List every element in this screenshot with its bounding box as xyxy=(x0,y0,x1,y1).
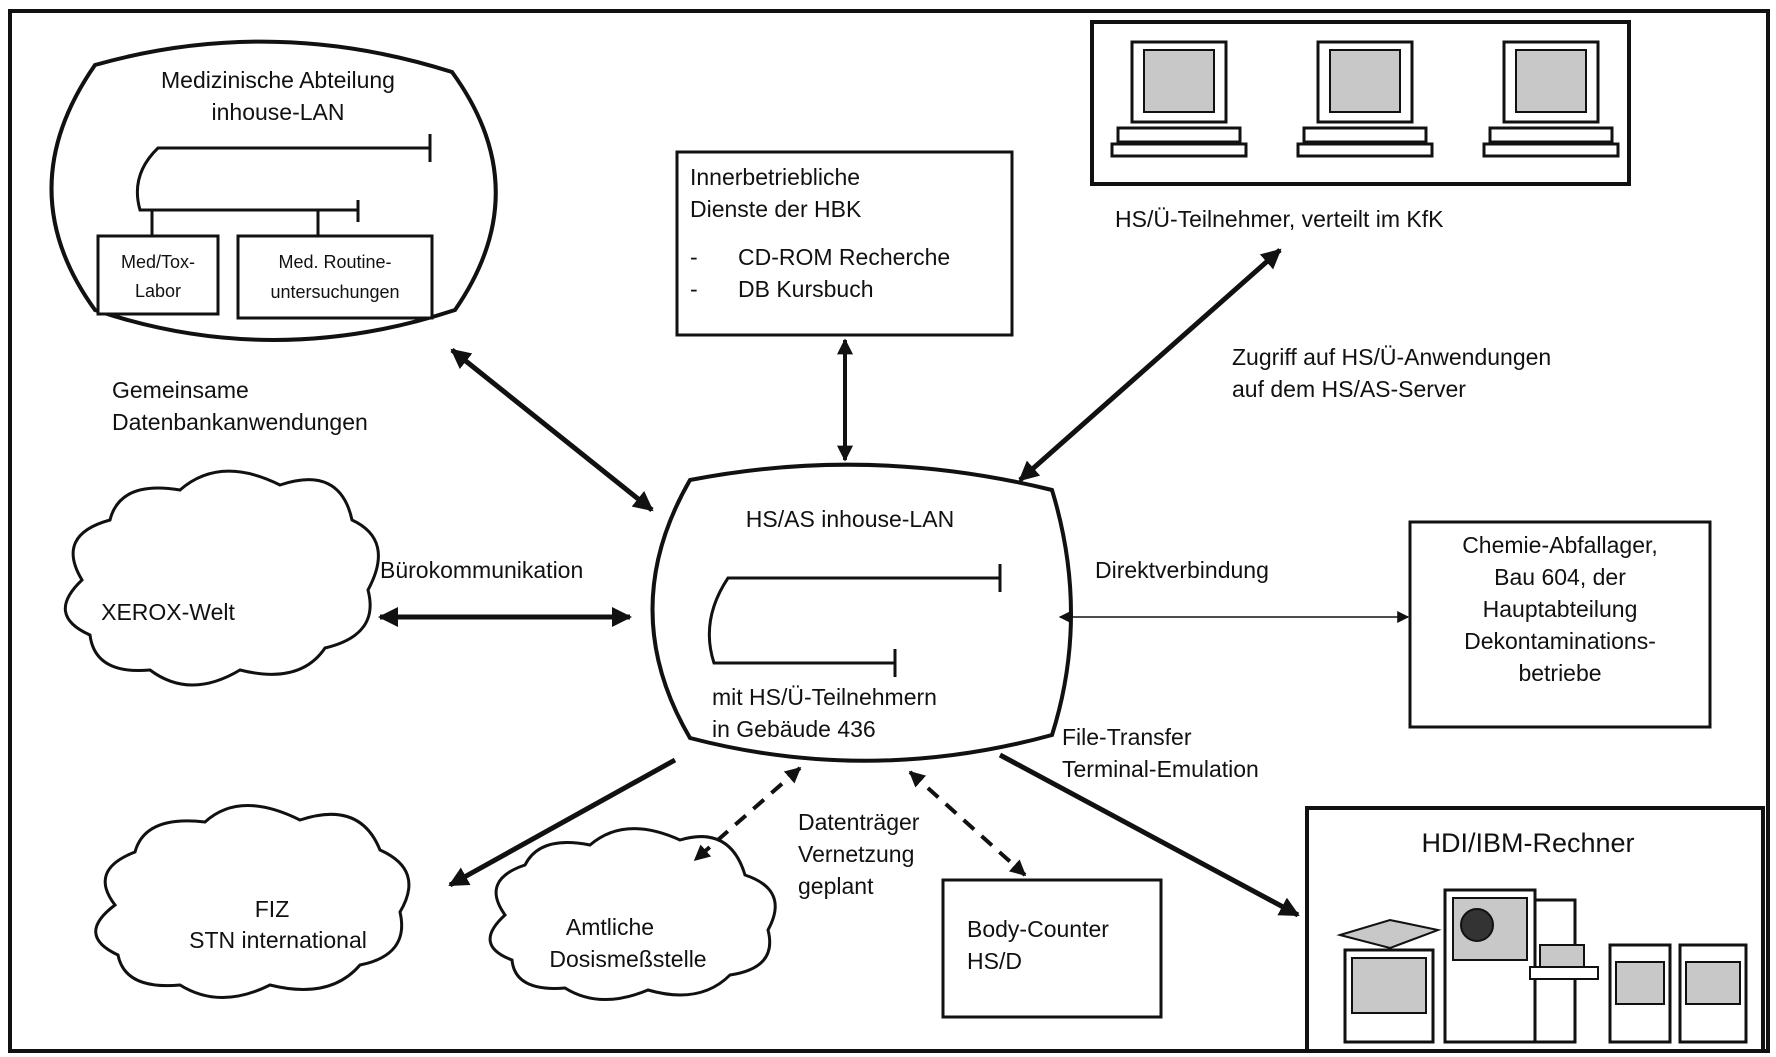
link-fiz xyxy=(448,757,677,888)
access-label-1: Zugriff auf HS/Ü-Anwendungen xyxy=(1232,344,1551,370)
services-item-2: DB Kursbuch xyxy=(738,276,874,302)
services-item-1: CD-ROM Recherche xyxy=(738,244,950,270)
chemie-line1: Chemie-Abfallager, xyxy=(1462,532,1658,558)
dosis-line1: Amtliche xyxy=(566,914,654,940)
hub-lan-bus xyxy=(707,576,1000,665)
internal-services-box: Innerbetriebliche Dienste der HBK - CD-R… xyxy=(675,150,1014,337)
media-label-1: Datenträger xyxy=(798,809,920,835)
chemie-line3: Hauptabteilung xyxy=(1483,596,1638,622)
dosis-line2: Dosismeßstelle xyxy=(549,946,706,972)
terminals-box xyxy=(1090,20,1631,186)
common-db-label-2: Datenbankanwendungen xyxy=(112,409,368,435)
connectors xyxy=(378,248,1410,918)
med-tox-line1: Med/Tox- xyxy=(121,252,195,272)
hub-line1: mit HS/Ü-Teilnehmern xyxy=(712,684,937,710)
fiz-line1: FIZ xyxy=(255,896,290,922)
terminal-emulation-label: Terminal-Emulation xyxy=(1062,756,1259,782)
link-terminals xyxy=(1018,248,1282,482)
services-bullet-2: - xyxy=(690,276,698,302)
med-routine-line1: Med. Routine- xyxy=(278,252,391,272)
services-line2: Dienste der HBK xyxy=(690,196,862,222)
link-ibm xyxy=(998,752,1300,918)
med-routine-box xyxy=(236,234,434,320)
fiz-cloud: FIZ STN international xyxy=(94,804,411,999)
medical-subtitle: inhouse-LAN xyxy=(212,99,345,125)
chemie-line2: Bau 604, der xyxy=(1494,564,1626,590)
medical-title: Medizinische Abteilung xyxy=(161,67,395,93)
fiz-line2: STN international xyxy=(189,927,367,953)
media-label-2: Vernetzung xyxy=(798,841,914,867)
direkt-label: Direktverbindung xyxy=(1095,557,1269,583)
body-counter-box: Body-Counter HS/D xyxy=(941,878,1163,1019)
chemie-box: Chemie-Abfallager, Bau 604, der Hauptabt… xyxy=(1408,520,1712,729)
computer-icon xyxy=(1296,40,1434,158)
xerox-label: XEROX-Welt xyxy=(101,599,235,625)
medical-lan-bus xyxy=(135,146,430,212)
link-medical xyxy=(450,348,654,512)
outer-frame xyxy=(8,9,1770,1053)
computer-icon xyxy=(1110,40,1248,158)
terminals-caption: HS/Ü-Teilnehmer, verteilt im KfK xyxy=(1115,206,1444,232)
services-bullet-1: - xyxy=(690,244,698,270)
media-label-3: geplant xyxy=(798,873,874,899)
body-line1: Body-Counter xyxy=(967,916,1109,942)
services-line1: Innerbetriebliche xyxy=(690,164,860,190)
mainframe-icon xyxy=(1336,888,1748,1044)
link-body xyxy=(908,770,1027,877)
hub-line2: in Gebäude 436 xyxy=(712,716,876,742)
dosis-cloud: Amtliche Dosismeßstelle xyxy=(488,827,777,1001)
xerox-cloud: XEROX-Welt xyxy=(64,469,380,687)
medical-department-lan: Medizinische Abteilung inhouse-LAN Med/T… xyxy=(49,39,498,342)
chemie-line5: betriebe xyxy=(1518,660,1601,686)
body-line2: HS/D xyxy=(967,948,1022,974)
access-label-2: auf dem HS/AS-Server xyxy=(1232,376,1466,402)
med-tox-line2: Labor xyxy=(135,281,181,301)
chemie-line4: Dekontaminations- xyxy=(1464,628,1656,654)
terminals-group: HS/Ü-Teilnehmer, verteilt im KfK xyxy=(1090,20,1631,232)
buero-label: Bürokommunikation xyxy=(380,557,583,583)
link-dosis xyxy=(693,766,802,862)
med-routine-line2: untersuchungen xyxy=(270,282,399,302)
hub-lan: HS/AS inhouse-LAN mit HS/Ü-Teilnehmern i… xyxy=(650,462,1073,763)
common-db-label-1: Gemeinsame xyxy=(112,377,249,403)
computer-icon xyxy=(1482,40,1620,158)
file-transfer-label: File-Transfer xyxy=(1062,724,1192,750)
med-tox-box xyxy=(96,234,220,316)
ibm-title: HDI/IBM-Rechner xyxy=(1421,828,1634,858)
ibm-box: HDI/IBM-Rechner xyxy=(1305,806,1765,1053)
hub-title: HS/AS inhouse-LAN xyxy=(746,506,954,532)
